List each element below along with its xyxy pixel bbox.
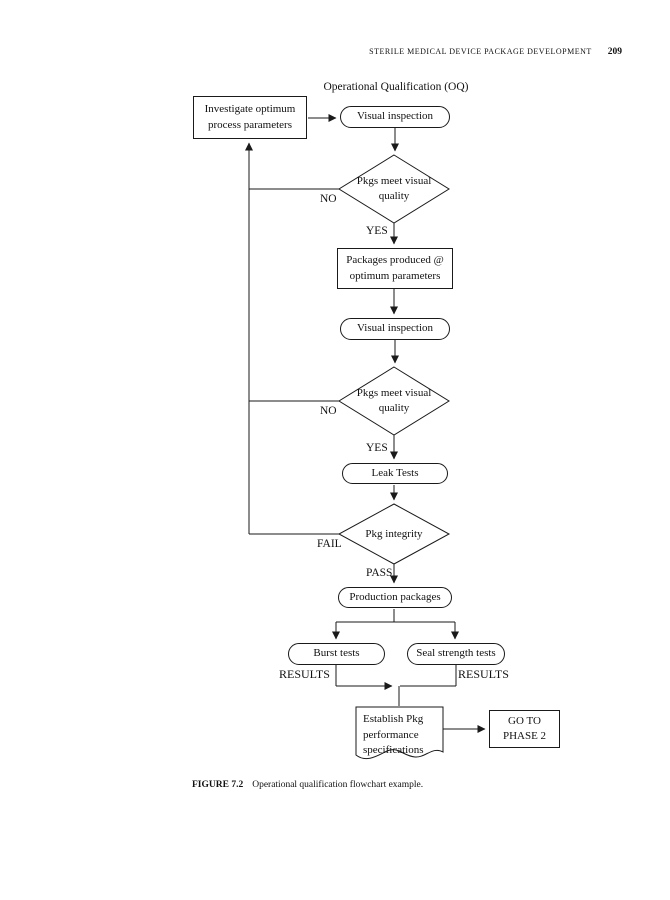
node-visual-inspection-1: Visual inspection bbox=[340, 106, 450, 128]
decision-diamond-visual-2 bbox=[338, 366, 450, 436]
node-packages-produced: Packages produced @ optimum parameters bbox=[337, 248, 453, 289]
node-investigate-parameters: Investigate optimum process parameters bbox=[193, 96, 307, 139]
edge-label-results-right: RESULTS bbox=[458, 667, 509, 681]
edge-label-pass: PASS bbox=[366, 567, 393, 579]
edge-label-yes-2: YES bbox=[366, 442, 388, 454]
running-head-text: STERILE MEDICAL DEVICE PACKAGE DEVELOPME… bbox=[369, 47, 592, 56]
edge-label-fail: FAIL bbox=[317, 538, 342, 550]
edge-label-no-2: NO bbox=[320, 405, 337, 417]
node-leak-tests: Leak Tests bbox=[342, 463, 448, 484]
node-establish-specs: Establish Pkg performance specifications bbox=[363, 713, 424, 757]
node-visual-inspection-2: Visual inspection bbox=[340, 318, 450, 340]
edge-label-no-1: NO bbox=[320, 193, 337, 205]
document-shape-establish-specs bbox=[355, 706, 444, 760]
figure-caption: FIGURE 7.2 Operational qualification flow… bbox=[192, 780, 423, 790]
figure-caption-label: FIGURE 7.2 bbox=[192, 780, 244, 790]
flow-lines bbox=[245, 114, 486, 733]
edge-label-yes-1: YES bbox=[366, 225, 388, 237]
flowchart-title: Operational Qualification (OQ) bbox=[323, 81, 469, 93]
decision-diamond-integrity bbox=[337, 503, 451, 565]
running-head: STERILE MEDICAL DEVICE PACKAGE DEVELOPME… bbox=[369, 47, 622, 57]
decision-label-integrity: Pkg integrity bbox=[365, 528, 423, 540]
decision-label-visual-2: Pkgs meet visual quality bbox=[356, 387, 432, 414]
decision-label-visual-1: Pkgs meet visual quality bbox=[356, 175, 432, 202]
figure-caption-text: Operational qualification flowchart exam… bbox=[252, 780, 424, 790]
node-burst-tests: Burst tests bbox=[288, 643, 385, 665]
edge-label-results-left: RESULTS bbox=[279, 667, 330, 681]
page-number: 209 bbox=[607, 47, 622, 57]
node-production-packages: Production packages bbox=[338, 587, 452, 608]
node-seal-strength-tests: Seal strength tests bbox=[407, 643, 505, 665]
decision-diamond-visual-1 bbox=[338, 154, 450, 224]
node-go-to-phase-2: GO TO PHASE 2 bbox=[489, 710, 560, 748]
